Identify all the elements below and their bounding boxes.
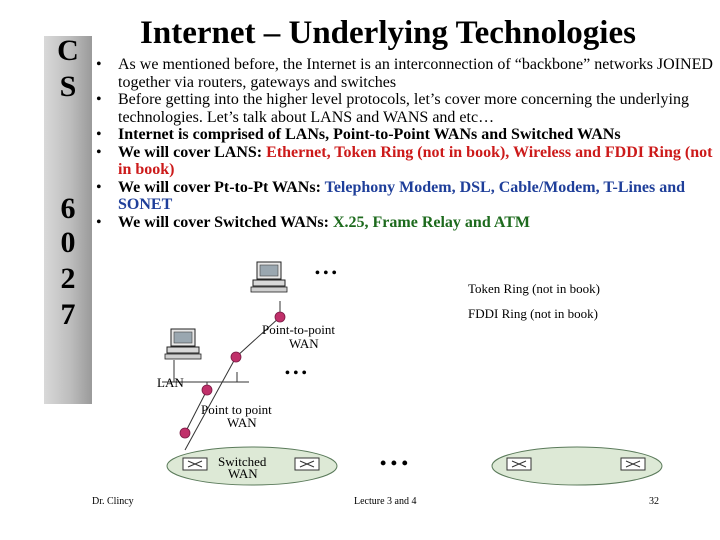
bullet-text: Internet is comprised of LANs, Point-to-…	[118, 126, 621, 143]
bullet-marker: •	[96, 143, 102, 161]
bullet-list: • As we mentioned before, the Internet is…	[92, 56, 716, 231]
switch-2	[294, 457, 320, 471]
bullet-item: • We will cover Pt-to-Pt WANs: Telephony …	[92, 179, 716, 214]
bullet-item: • We will cover LANS: Ethernet, Token Rin…	[92, 144, 716, 179]
label-p2p-top-2: WAN	[289, 336, 319, 351]
sidebar-digit-2: 2	[60, 262, 76, 295]
bullet-text: As we mentioned before, the Internet is …	[118, 56, 713, 91]
ellipsis-mid: • • •	[285, 366, 307, 381]
bullet-marker: •	[96, 126, 102, 143]
router-2	[230, 351, 242, 363]
router-1	[274, 311, 286, 323]
bullet-marker: •	[96, 178, 102, 196]
footer-author: Dr. Clincy	[92, 496, 134, 507]
ellipsis-top: • • •	[315, 266, 337, 281]
bullet-item: • We will cover Switched WANs: X.25, Fram…	[92, 214, 716, 232]
router-3	[201, 384, 213, 396]
bullet-text: We will cover Switched WANs:	[118, 213, 333, 231]
bullet-item: • As we mentioned before, the Internet is…	[92, 56, 716, 91]
sidebar-digit-0: 0	[60, 226, 76, 259]
routers	[179, 311, 286, 439]
router-4	[179, 427, 191, 439]
label-p2p-top-1: Point-to-point	[262, 322, 335, 337]
bullet-marker: •	[96, 213, 102, 231]
label-switched-2: WAN	[228, 466, 258, 481]
switch-1	[182, 457, 208, 471]
bullet-text: Before getting into the higher level pro…	[118, 91, 689, 126]
bullet-text: We will cover Pt-to-Pt WANs:	[118, 178, 325, 196]
footer-lecture: Lecture 3 and 4	[354, 496, 417, 507]
label-lan: LAN	[157, 375, 184, 390]
bullet-text: We will cover LANS:	[118, 143, 267, 161]
sidebar-digit-6: 6	[60, 192, 76, 225]
label-fddi-ring: FDDI Ring (not in book)	[468, 306, 598, 321]
sidebar-digit-7: 7	[60, 298, 76, 331]
bullet-marker: •	[96, 56, 102, 73]
computer-top	[250, 261, 288, 293]
bullet-text: Ethernet, Token Ring (not in book), Wire…	[118, 143, 713, 179]
computer-lan	[164, 328, 202, 360]
sidebar-bar: C S 6 0 2 7	[44, 36, 92, 404]
slide-title: Internet – Underlying Technologies	[140, 15, 636, 51]
label-p2p-bottom-2: WAN	[227, 415, 257, 430]
label-switched-1: Switched	[218, 454, 267, 469]
sidebar-letter-s: S	[59, 70, 77, 103]
ellipsis-bottom: • • •	[380, 453, 408, 473]
bullet-text: Telephony Modem, DSL, Cable/Modem, T-Lin…	[118, 178, 685, 214]
sidebar-letter-c: C	[57, 34, 79, 67]
right-wan-cloud	[491, 446, 663, 486]
bullet-text: X.25, Frame Relay and ATM	[332, 213, 530, 231]
switch-4	[620, 457, 646, 471]
bullet-item: • Internet is comprised of LANs, Point-to…	[92, 126, 716, 144]
network-diagram: Point-to-point WAN LAN Point to point WA…	[157, 257, 669, 487]
switch-3	[506, 457, 532, 471]
label-p2p-bottom-1: Point to point	[201, 402, 272, 417]
label-token-ring: Token Ring (not in book)	[468, 281, 600, 296]
bullet-marker: •	[96, 91, 102, 108]
bullet-item: • Before getting into the higher level pr…	[92, 91, 716, 126]
switched-wan-cloud	[166, 446, 338, 486]
footer-page-number: 32	[649, 496, 659, 507]
